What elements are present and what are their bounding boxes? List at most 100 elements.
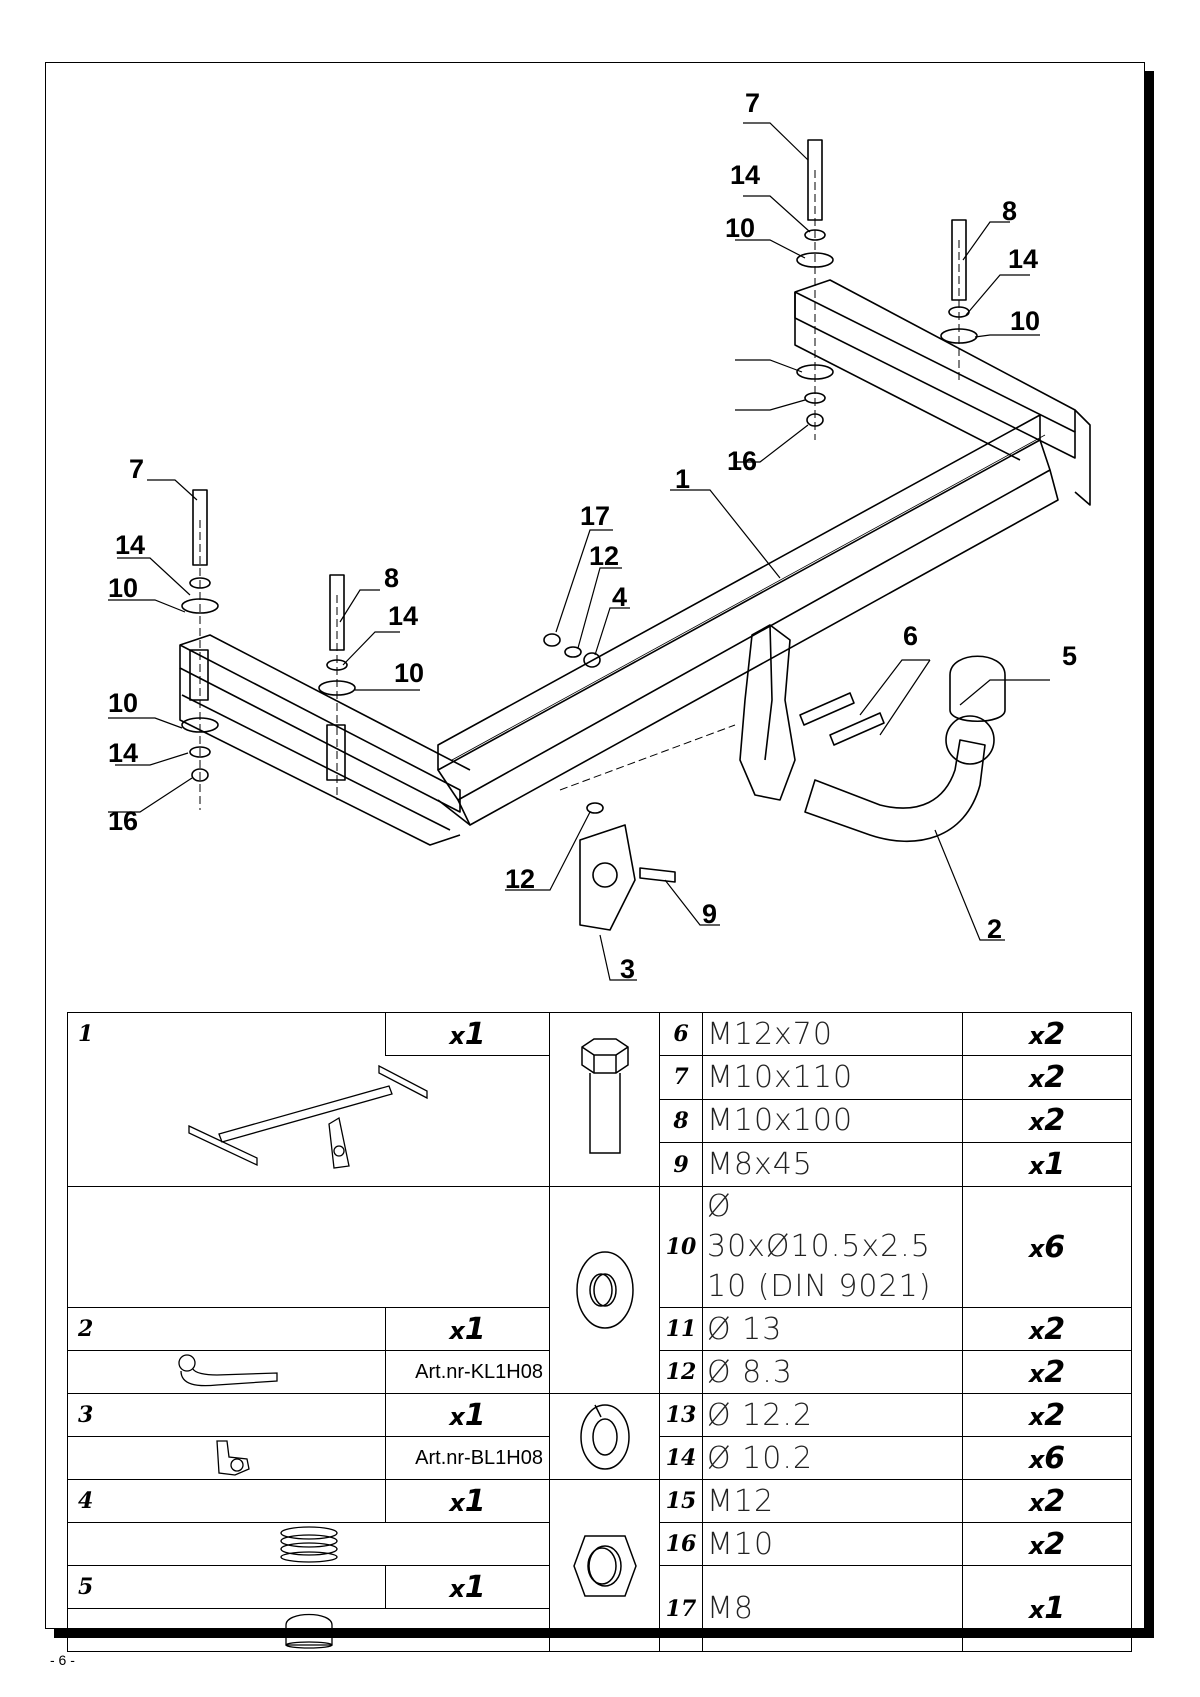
part-10-number: 10 xyxy=(659,1186,703,1308)
callout-12-b: 12 xyxy=(505,864,535,894)
part-16-spec: M10 xyxy=(702,1522,963,1566)
part-13-spec: Ø 12.2 xyxy=(702,1393,963,1437)
mount-plate xyxy=(739,624,796,801)
part-1-image-cell xyxy=(67,1055,550,1187)
callout-8-right: 8 xyxy=(1002,196,1017,226)
callout-14-b: 14 xyxy=(108,738,138,768)
washer-icon-cell xyxy=(549,1186,660,1394)
part-10-spec-line1: Ø 30xØ10.5x2.5 xyxy=(707,1189,931,1264)
part-11-number: 11 xyxy=(659,1307,703,1351)
bolt-7-left xyxy=(192,489,208,566)
part-15-qty: x2 xyxy=(962,1479,1132,1523)
part-7-number: 7 xyxy=(659,1055,703,1100)
parts-table: 1 x1 6 M12x70 x2 xyxy=(67,1012,1132,1652)
part-16-qty: x2 xyxy=(962,1522,1132,1566)
part-11-spec: Ø 13 xyxy=(702,1307,963,1351)
part-15-number: 15 xyxy=(659,1479,703,1523)
bolt-6b xyxy=(829,712,885,746)
part-3-qty: x1 xyxy=(385,1393,550,1437)
part-4-qty: x1 xyxy=(385,1479,550,1523)
part-8-qty: x2 xyxy=(962,1098,1132,1144)
callout-6: 6 xyxy=(903,621,918,651)
callout-16-right: 16 xyxy=(727,446,757,476)
callout-2: 2 xyxy=(987,914,1002,944)
callout-14-a: 14 xyxy=(115,530,145,560)
bolt-icon xyxy=(580,1037,629,1154)
part-5-qty: x1 xyxy=(385,1565,550,1609)
part-9-spec: M8x45 xyxy=(702,1142,963,1187)
part-1-qty: x1 xyxy=(385,1012,550,1056)
bolt-icon-cell xyxy=(549,1012,660,1187)
part-3-number: 3 xyxy=(67,1393,386,1437)
part-8-spec: M10x100 xyxy=(702,1098,963,1144)
part-8-number: 8 xyxy=(659,1098,703,1144)
part-9-number: 9 xyxy=(659,1142,703,1187)
ball-cap-thumbnail xyxy=(284,1613,333,1649)
part-2-image-cell xyxy=(67,1350,386,1394)
part-11-qty: x2 xyxy=(962,1307,1132,1351)
ball-cap xyxy=(949,655,1006,723)
lock-washer-icon xyxy=(579,1403,630,1470)
part-10-spec-line2: 10 (DIN 9021) xyxy=(707,1269,932,1304)
part-17-number: 17 xyxy=(659,1565,703,1652)
bolt-6a xyxy=(799,692,855,726)
spring-nut-thumbnail xyxy=(279,1526,338,1563)
callout-1: 1 xyxy=(675,464,690,494)
part-10-qty: x6 xyxy=(962,1186,1132,1308)
part-2-qty: x1 xyxy=(385,1307,550,1351)
part-14-qty: x6 xyxy=(962,1436,1132,1480)
socket-plate-thumbnail xyxy=(215,1440,250,1476)
left-side-arm xyxy=(179,644,461,813)
socket-plate xyxy=(579,824,636,931)
callout-10-e: 10 xyxy=(1010,306,1040,336)
part-13-number: 13 xyxy=(659,1393,703,1437)
callout-3: 3 xyxy=(620,954,635,984)
part-14-spec: Ø 10.2 xyxy=(702,1436,963,1480)
nut-icon xyxy=(572,1534,637,1597)
part-2-article: Art.nr-KL1H08 xyxy=(385,1350,550,1394)
part-17-qty: x1 xyxy=(962,1565,1132,1652)
tow-ball-neck xyxy=(804,739,986,842)
callout-10-b: 10 xyxy=(108,688,138,718)
callout-8-left: 8 xyxy=(384,563,399,593)
part-3-article: Art.nr-BL1H08 xyxy=(385,1436,550,1480)
part-12-qty: x2 xyxy=(962,1350,1132,1394)
callout-7-right: 7 xyxy=(745,88,760,118)
callout-14-e: 14 xyxy=(1008,244,1038,274)
tow-ball-thumbnail xyxy=(177,1354,278,1387)
part-7-spec: M10x110 xyxy=(702,1055,963,1100)
part-4-image-cell xyxy=(67,1522,550,1566)
assembly-drawing: 1 2 3 4 5 6 7 7 8 8 9 10 10 10 10 10 12 … xyxy=(108,88,1091,984)
part-4-number: 4 xyxy=(67,1479,386,1523)
bolt-9 xyxy=(639,867,676,883)
callout-16-left: 16 xyxy=(108,806,138,836)
part-15-spec: M12 xyxy=(702,1479,963,1523)
callout-12-a: 12 xyxy=(589,541,619,571)
callout-9: 9 xyxy=(702,899,717,929)
part-14-number: 14 xyxy=(659,1436,703,1480)
callout-14-d: 14 xyxy=(730,160,760,190)
part-5-number: 5 xyxy=(67,1565,386,1609)
part-6-qty: x2 xyxy=(962,1012,1132,1056)
lock-washer-icon-cell xyxy=(549,1393,660,1480)
page-number: - 6 - xyxy=(50,1652,75,1668)
part-6-number: 6 xyxy=(659,1012,703,1056)
part-1-image-cell-end xyxy=(67,1186,550,1308)
callout-4: 4 xyxy=(612,582,627,612)
bolt-8-right xyxy=(951,219,967,301)
part-10-spec: Ø 30xØ10.5x2.5 10 (DIN 9021) xyxy=(702,1186,963,1308)
part-13-qty: x2 xyxy=(962,1393,1132,1437)
part-16-number: 16 xyxy=(659,1522,703,1566)
washer-icon xyxy=(575,1251,634,1329)
part-5-image-cell xyxy=(67,1608,550,1652)
part-2-number: 2 xyxy=(67,1307,386,1351)
callout-17: 17 xyxy=(580,501,610,531)
part-1-number: 1 xyxy=(67,1012,386,1056)
crossbar-thumbnail xyxy=(187,1064,428,1169)
part-3-image-cell xyxy=(67,1436,386,1480)
callout-5: 5 xyxy=(1062,641,1077,671)
part-17-spec: M8 xyxy=(702,1565,963,1652)
part-12-spec: Ø 8.3 xyxy=(702,1350,963,1394)
callout-14-c: 14 xyxy=(388,601,418,631)
callout-10-a: 10 xyxy=(108,573,138,603)
